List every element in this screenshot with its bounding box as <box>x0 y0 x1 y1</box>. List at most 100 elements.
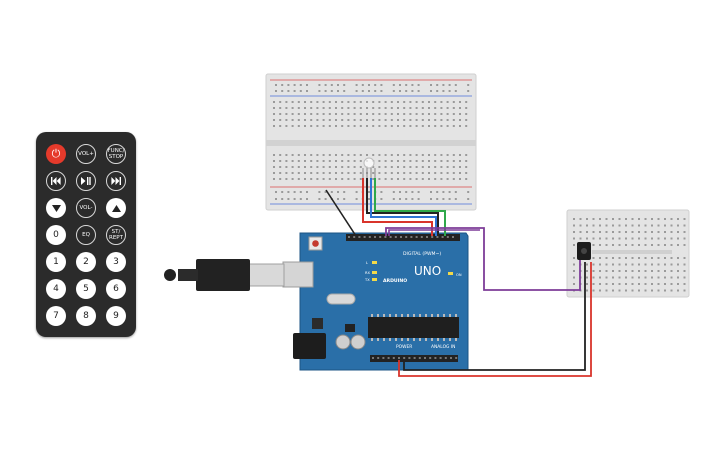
main-breadboard[interactable] <box>265 73 477 211</box>
remote-button-8[interactable]: 8 <box>76 306 96 326</box>
wire-black-led[interactable] <box>366 178 439 236</box>
remote-button-power[interactable]: ⏻ <box>46 144 66 164</box>
remote-button-6[interactable]: 6 <box>106 279 126 299</box>
breadboard-hole <box>657 224 660 227</box>
breadboard-hole <box>459 113 461 115</box>
chip-pin <box>449 338 451 341</box>
breadboard-hole <box>279 160 282 162</box>
jumper-wires[interactable] <box>325 178 592 377</box>
remote-button-label: 5 <box>83 284 89 294</box>
remote-button-fast-forward[interactable] <box>106 171 126 191</box>
breadboard-hole <box>625 276 627 279</box>
breadboard-hole <box>372 101 375 103</box>
breadboard-hole <box>297 166 300 168</box>
breadboard-hole <box>592 270 595 272</box>
remote-button-1[interactable]: 1 <box>46 252 66 272</box>
breadboard-hole <box>670 289 673 292</box>
header-pin <box>384 236 387 238</box>
breadboard-hole <box>573 283 575 285</box>
remote-button-rewind[interactable] <box>46 171 66 191</box>
breadboard-hole <box>279 119 282 121</box>
header-pin <box>434 357 437 359</box>
remote-button-label: 1 <box>53 257 59 267</box>
wire-blue-led[interactable] <box>370 178 437 236</box>
breadboard-hole <box>316 160 319 162</box>
breadboard-hole <box>279 113 282 115</box>
remote-button-vol-down[interactable]: VOL- <box>76 198 96 218</box>
breadboard-hole <box>335 178 337 180</box>
remote-button-down[interactable] <box>46 198 66 218</box>
remote-button-0[interactable]: 0 <box>46 225 66 245</box>
breadboard-hole <box>279 107 282 109</box>
remote-button-4[interactable]: 4 <box>46 279 66 299</box>
wire-red-5v[interactable] <box>398 262 592 377</box>
breadboard-hole <box>390 107 393 109</box>
breadboard-hole <box>440 125 443 127</box>
breadboard-hole <box>605 224 608 227</box>
breadboard-hole <box>625 244 627 246</box>
chip-pin <box>389 338 391 341</box>
arduino-uno-board[interactable]: UNO ARDUINO DIGITAL (PWM~) POWER ANALOG … <box>282 232 469 371</box>
usb-port[interactable] <box>282 261 314 288</box>
wire-green-led[interactable] <box>374 178 446 236</box>
remote-button-5[interactable]: 5 <box>76 279 96 299</box>
breadboard-hole <box>612 283 614 285</box>
rail-hole <box>411 90 414 92</box>
dc-power-jack[interactable] <box>293 333 326 359</box>
rail-hole <box>324 84 327 86</box>
breadboard-hole <box>605 218 608 220</box>
icsp-header <box>345 324 355 332</box>
remote-button-vol-up[interactable]: VOL+ <box>76 144 96 164</box>
rail-hole <box>405 198 408 200</box>
breadboard-hole <box>465 101 468 103</box>
breadboard-hole <box>434 166 437 168</box>
breadboard-hole <box>409 119 412 121</box>
breadboard-hole <box>291 166 294 168</box>
remote-button-eq[interactable]: EQ <box>76 225 96 245</box>
breadboard-hole <box>625 224 627 227</box>
remote-button-9[interactable]: 9 <box>106 306 126 326</box>
rail-hole <box>306 191 308 193</box>
breadboard-hole <box>664 218 666 220</box>
breadboard-hole <box>452 101 455 103</box>
header-pin <box>353 236 356 238</box>
breadboard-hole <box>409 154 412 156</box>
breadboard-hole <box>316 119 319 121</box>
breadboard-hole <box>316 101 319 103</box>
breadboard-hole <box>353 160 356 162</box>
wire-purple-signal[interactable] <box>385 227 581 291</box>
remote-button-play-pause[interactable] <box>76 171 96 191</box>
breadboard-hole <box>421 154 424 156</box>
breadboard-hole <box>446 172 449 174</box>
remote-button-3[interactable]: 3 <box>106 252 126 272</box>
remote-button-st-rept[interactable]: ST/ REPT <box>106 225 126 245</box>
wire-black-gnd[interactable] <box>325 189 357 237</box>
breadboard-hole <box>341 172 344 174</box>
remote-button-2[interactable]: 2 <box>76 252 96 272</box>
breadboard-hole <box>403 166 406 168</box>
rail-hole <box>330 90 333 92</box>
usb-cable[interactable] <box>164 259 285 291</box>
remote-button-func-stop[interactable]: FUNC/ STOP <box>106 144 126 164</box>
remote-button-up[interactable] <box>106 198 126 218</box>
ir-receiver-sensor[interactable] <box>577 242 591 260</box>
rail-hole <box>380 84 383 86</box>
rail-hole <box>306 198 308 200</box>
rail-hole <box>361 90 364 92</box>
rail-hole <box>411 84 414 86</box>
breadboard-hole <box>644 270 647 272</box>
breadboard-hole <box>384 172 387 174</box>
breadboard-hole <box>310 166 313 168</box>
wire-purple-signal-2[interactable] <box>388 229 480 236</box>
rail-hole <box>275 84 277 86</box>
triangle-up-icon <box>111 204 121 212</box>
wire-black-gnd-ir[interactable] <box>403 262 586 371</box>
remote-button-label: EQ <box>82 232 90 238</box>
main-breadboard-holes <box>273 101 468 180</box>
remote-button-7[interactable]: 7 <box>46 306 66 326</box>
breadboard-hole <box>446 125 449 127</box>
breadboard-hole <box>573 237 575 240</box>
wire-red-led[interactable] <box>362 178 433 236</box>
